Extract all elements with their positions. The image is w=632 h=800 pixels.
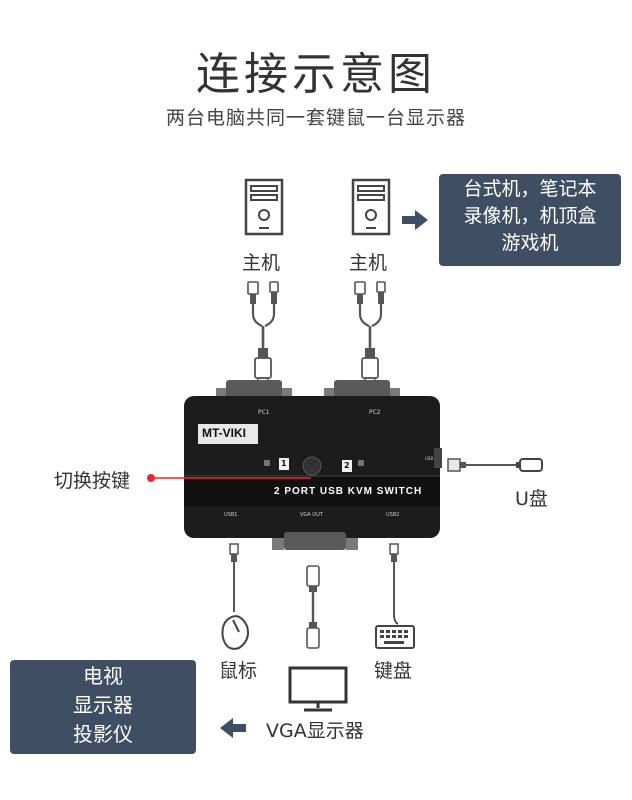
usb-disk-label: U盘: [515, 488, 548, 510]
switch-button-label: 切换按键: [54, 470, 131, 492]
host-label-left: 主机: [242, 252, 281, 274]
display-box-line-1: 电视: [83, 664, 123, 688]
devices-box-line-1: 台式机，笔记本: [463, 178, 597, 200]
keyboard-cable-icon: [389, 543, 399, 614]
monitor-icon: [288, 666, 348, 712]
kvm-switch-device: MT-VIKI PC1 PC2 1 2 2 PORT USB KVM SWITC…: [176, 372, 448, 552]
port-pc1-label: PC1: [258, 409, 270, 416]
host-label-right: 主机: [349, 252, 388, 274]
kvm-model-text: 2 PORT USB KVM SWITCH: [274, 486, 423, 497]
host-computer-right-icon: [351, 178, 391, 236]
monitor-label: VGA显示器: [266, 720, 364, 742]
page-subtitle: 两台电脑共同一套键鼠一台显示器: [165, 107, 466, 129]
arrow-left-icon: [220, 718, 246, 738]
port-vga-out-label: VGA OUT: [300, 512, 323, 518]
keyboard-icon: [375, 613, 415, 649]
port-usb-side-label: USB: [425, 456, 434, 461]
switch-button-pointer: [147, 474, 311, 482]
host-computer-left-icon: [244, 178, 284, 236]
kvm-cable-right-icon: [354, 281, 386, 387]
vga-cable-icon: [306, 565, 320, 649]
usb-disk-cable-icon: [447, 458, 543, 472]
port-usb1-label: USB1: [224, 512, 238, 518]
kvm-brand-logo: MT-VIKI: [202, 426, 246, 440]
port-usb2-label: USB2: [386, 512, 400, 518]
arrow-right-icon: [402, 210, 428, 230]
keyboard-label: 键盘: [374, 660, 413, 682]
display-box-line-3: 投影仪: [73, 722, 133, 746]
mouse-cable-icon: [229, 543, 239, 612]
devices-box-line-2: 录像机，机顶盒: [463, 205, 597, 227]
display-box-line-2: 显示器: [73, 693, 133, 717]
mouse-icon: [221, 615, 249, 650]
indicator-1-label: 1: [281, 459, 287, 468]
devices-box: 台式机，笔记本 录像机，机顶盒 游戏机: [439, 174, 621, 266]
display-box: 电视 显示器 投影仪: [10, 660, 196, 754]
indicator-2-label: 2: [344, 461, 350, 470]
port-pc2-label: PC2: [369, 409, 381, 416]
devices-box-line-3: 游戏机: [501, 232, 559, 254]
mouse-label: 鼠标: [219, 660, 258, 682]
page-title: 连接示意图: [196, 49, 436, 100]
